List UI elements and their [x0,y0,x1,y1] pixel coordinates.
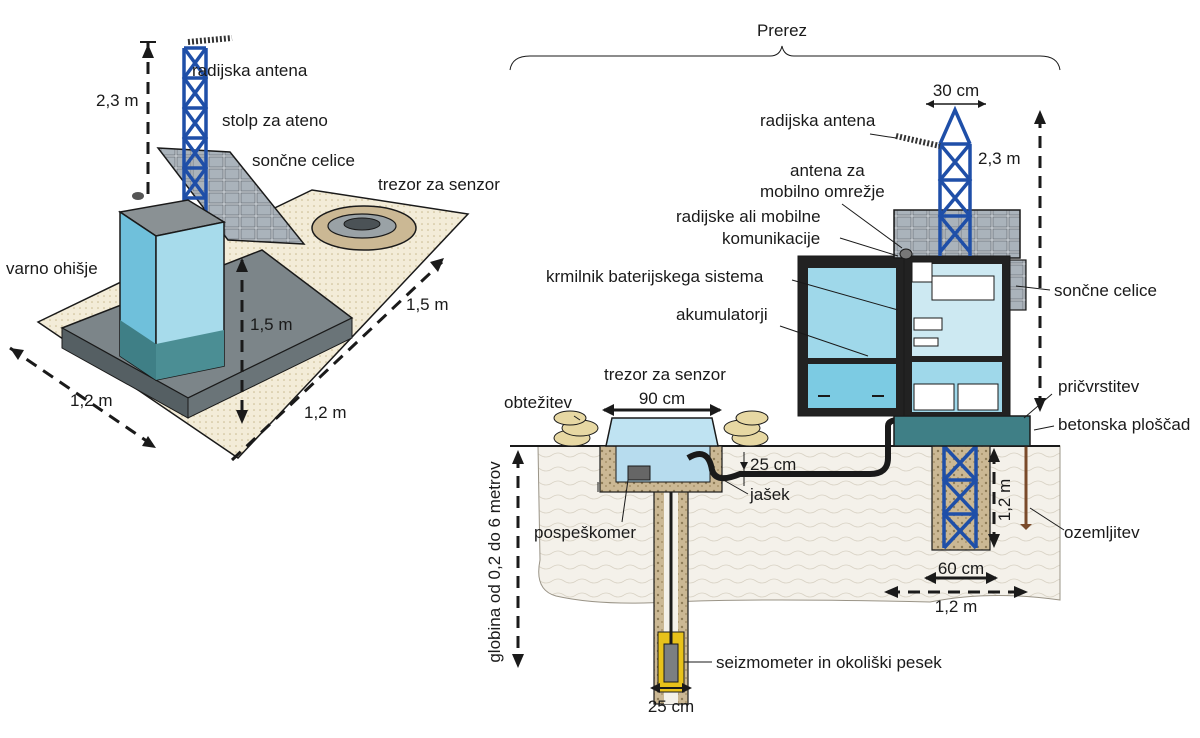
label-sensor-vault-right: trezor za senzor [604,365,726,384]
concrete-slab-side [187,317,353,419]
label-solar-cells-left: sončne celice [252,151,355,170]
label-battery-controller: krmilnik baterijskega sistema [546,267,764,286]
dim-label-vault-width: 90 cm [639,389,685,408]
antenna-tower-right [937,105,973,256]
label-accelerometer: pospeškomer [534,523,636,542]
label-sensor-vault-left: trezor za senzor [378,175,500,194]
modem-unit [911,261,933,283]
label-seismometer: seizmometer in okoliški pesek [716,653,942,672]
vent-cap [132,192,144,200]
dim-label-slab-width: 1,2 m [304,403,347,422]
label-mobile-antenna-1: antena za [790,161,865,180]
accelerometer [627,465,651,481]
controller-unit [931,275,995,301]
antenna-tower-left [181,46,209,212]
grounding-rod-tip [1020,524,1032,530]
sensor-vault-hatch [343,217,381,231]
housing-base-side [156,330,224,380]
ballast-sandbags-left [553,410,599,447]
label-concrete-pad: betonska ploščad [1058,415,1190,434]
label-grounding: ozemljitev [1064,523,1140,542]
signal-cable [686,417,901,482]
mobile-antenna-dome [899,248,913,260]
dim-label-antenna-height-right: 2,3 m [978,149,1021,168]
label-anchoring: pričvrstitev [1058,377,1140,396]
dim-label-vault-depth: 25 cm [750,455,796,474]
label-radio-antenna-left: radijska antena [192,61,308,80]
dim-mat-depth [230,260,444,462]
battery-cell-1 [913,383,955,411]
battery-cell-2 [957,383,999,411]
label-radio-antenna-right: radijska antena [760,111,876,130]
label-radio-mobile-1: radijske ali mobilne [676,207,821,226]
dim-label-borehole-width: 25 cm [648,697,694,716]
label-depth-range: globina od 0,2 do 6 metrov [485,461,504,663]
dim-label-footing-depth: 1,2 m [995,479,1014,522]
dim-label-footing-width: 60 cm [938,559,984,578]
fuse-unit [913,337,939,347]
vault-lid [605,417,719,447]
dim-label-mat-width: 1,2 m [70,391,113,410]
label-secure-housing: varno ohišje [6,259,98,278]
label-shaft: jašek [749,485,790,504]
dim-label-slab-side: 1,5 m [250,315,293,334]
radio-antenna-left [187,35,233,45]
dim-mat-width [9,346,155,448]
ballast-sandbags-right [723,410,769,447]
perspective-view: radijska antena stolp za ateno sončne ce… [6,35,500,462]
title-brace [509,45,1061,71]
section-title: Prerez [757,21,807,40]
label-batteries: akumulatorji [676,305,768,324]
housing-base-front [120,320,156,380]
dim-label-pad-width: 1,2 m [935,597,978,616]
battery-cabinet-glass-top [808,268,896,358]
label-ballast: obtežitev [504,393,573,412]
dim-label-tower-width: 30 cm [933,81,979,100]
battery-cabinet-glass-bottom [808,364,896,408]
label-solar-cells-right: sončne celice [1054,281,1157,300]
tower-in-footing [941,444,979,550]
section-view: Prerez [485,21,1190,716]
dim-label-mat-depth: 1,5 m [406,295,449,314]
radio-antenna-right [895,133,941,149]
dim-label-antenna-height-left: 2,3 m [96,91,139,110]
power-unit [913,317,943,331]
concrete-pad [893,415,1031,447]
label-radio-mobile-2: komunikacije [722,229,820,248]
label-mobile-antenna-2: mobilno omrežje [760,182,885,201]
label-antenna-pole-left: stolp za ateno [222,111,328,130]
seismometer [663,643,679,683]
